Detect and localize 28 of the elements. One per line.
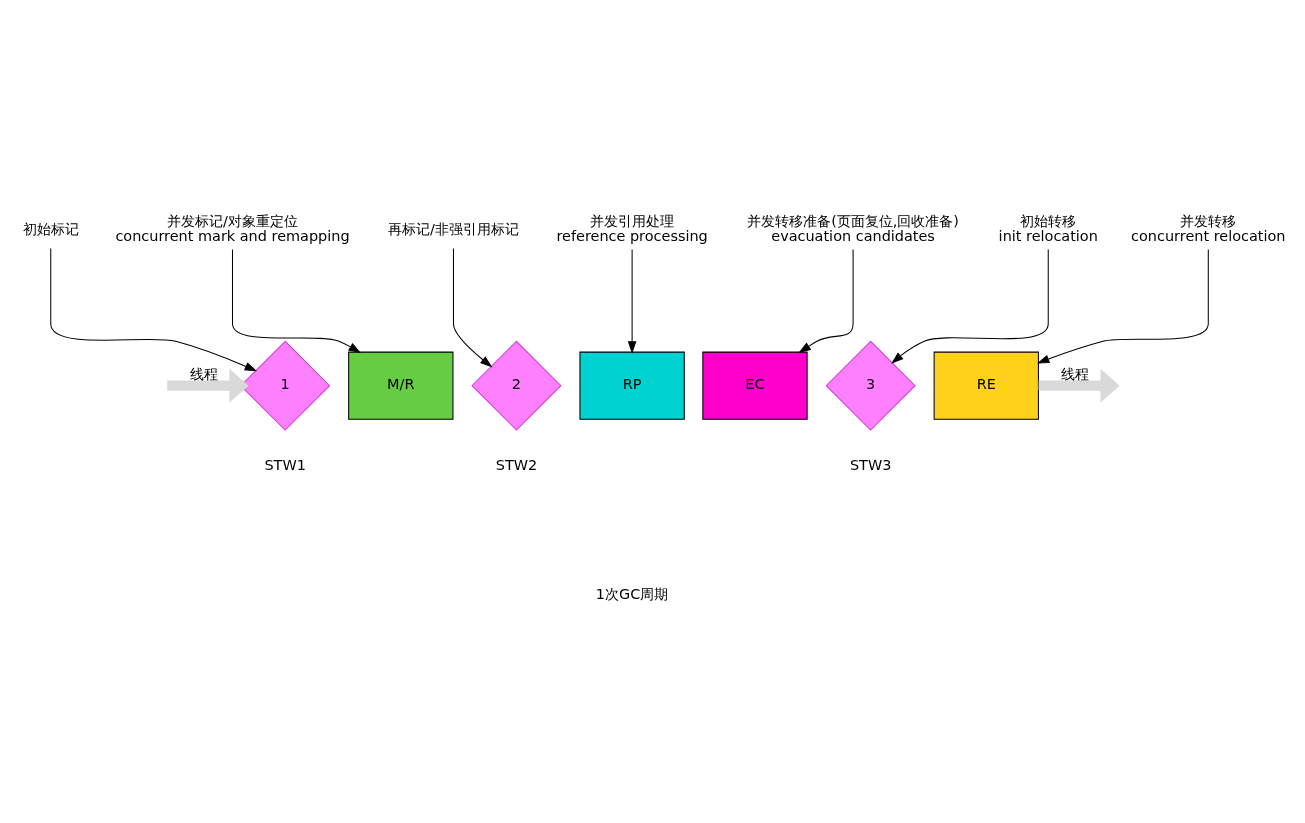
arrow [1037, 248, 1209, 363]
arrow [627, 248, 637, 354]
arrow [167, 368, 249, 402]
node-box: EC [702, 351, 808, 420]
arrow [798, 248, 854, 353]
node-label: STW1 [264, 456, 306, 473]
node-text: 初始转移 init relocation [998, 212, 1098, 244]
node-label: STW2 [495, 456, 538, 473]
node-text: 并发转移 concurrent relocation [1131, 212, 1286, 244]
arrow [232, 248, 361, 353]
node-box: RP [579, 351, 685, 420]
edge-label: 线程 [189, 365, 218, 382]
node-text: 并发标记/对象重定位 concurrent mark and remapping [115, 212, 350, 244]
arrow [452, 247, 493, 367]
arrow [1038, 368, 1120, 402]
node-text: 初始标记 [22, 220, 79, 237]
node-box: RE [933, 351, 1039, 420]
edge-label: 线程 [1061, 365, 1090, 382]
node-diamond: 3 [825, 340, 916, 431]
node-text: 并发转移准备(页面复位,回收准备) evacuation candidates [747, 212, 960, 244]
node-box: M/R [348, 351, 454, 420]
arrow [891, 248, 1049, 364]
node-label: STW3 [849, 456, 892, 473]
node-text: 并发引用处理 reference processing [556, 212, 708, 244]
node-diamond: 2 [471, 340, 562, 431]
node-text: 再标记/非强引用标记 [388, 220, 519, 237]
label: 1次GC周期 [595, 585, 669, 602]
arrow [50, 247, 258, 371]
